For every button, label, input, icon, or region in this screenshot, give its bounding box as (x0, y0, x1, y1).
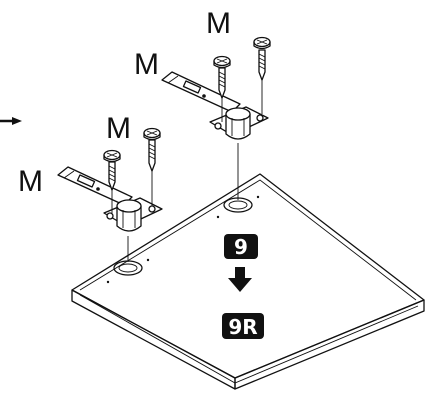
step-badge-9: 9 (224, 234, 258, 259)
step-number-from: 9 (234, 235, 248, 259)
screw-right-outer (213, 55, 231, 122)
hinge-left (57, 166, 163, 262)
screw-left-inner (143, 127, 161, 206)
screw-label-left-inner: M (106, 112, 131, 145)
hinge-cup-hole-left (106, 258, 150, 284)
step-badge-9r: 9R (222, 313, 264, 339)
screw-left-outer (103, 149, 121, 213)
arrow-right-icon (0, 117, 22, 125)
screw-label-right-inner: M (206, 7, 231, 40)
screw-label-right-outer: M (134, 48, 159, 81)
arrow-down-icon (228, 267, 252, 292)
step-number-to: 9R (228, 315, 257, 339)
screw-right-inner (253, 36, 271, 114)
hinge-right (161, 71, 269, 200)
screw-label-left-outer: M (18, 165, 43, 198)
panel-board (71, 173, 425, 390)
